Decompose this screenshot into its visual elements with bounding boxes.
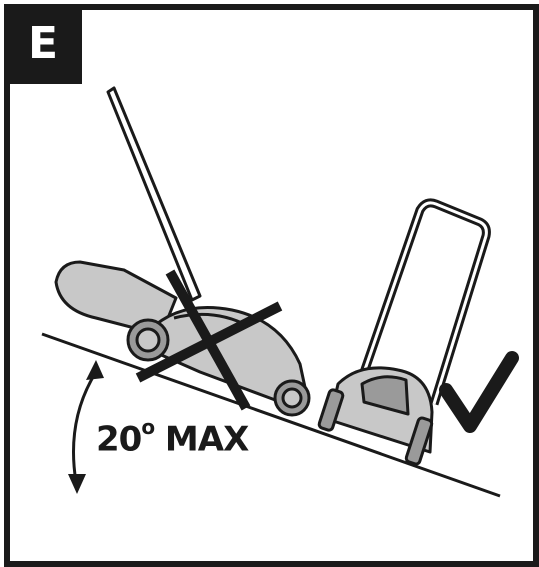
double-arrow-icon — [72, 371, 98, 483]
panel-label-badge: E — [4, 4, 82, 84]
max-angle-label: 20o MAX — [96, 415, 249, 460]
panel-label: E — [27, 18, 59, 69]
prohibited-cross-icon — [135, 269, 283, 411]
angle-max-text: MAX — [164, 419, 249, 460]
tilted-mower — [54, 86, 311, 417]
check-mark-icon — [439, 351, 519, 433]
arrow-head-top — [86, 360, 104, 380]
degree-mark: o — [141, 415, 155, 439]
slope-line — [41, 332, 501, 498]
arrow-head-bottom — [68, 474, 86, 494]
angle-value: 20 — [96, 419, 142, 460]
upright-mower — [317, 198, 491, 466]
